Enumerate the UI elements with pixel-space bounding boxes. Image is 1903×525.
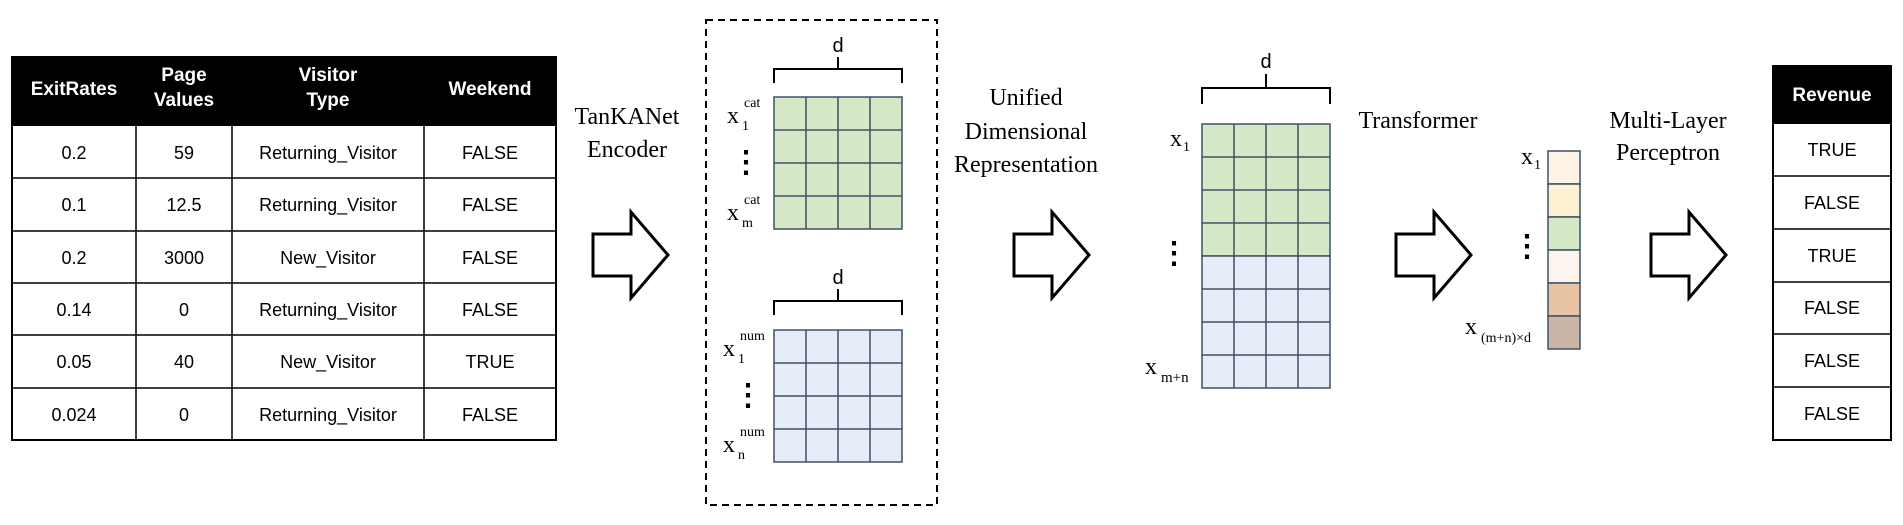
header-visitor-line1: Visitor <box>299 65 358 86</box>
table-cell: 0 <box>179 300 189 320</box>
table-cell: TRUE <box>466 352 515 372</box>
transformer-label: Transformer <box>1358 108 1477 134</box>
vector-cell <box>1547 150 1581 185</box>
d-label: d <box>832 35 843 57</box>
unified-label-line3: Representation <box>954 152 1098 178</box>
header-exitrates: ExitRates <box>31 79 118 100</box>
output-table-border <box>1772 65 1892 441</box>
header-page-line1: Page <box>161 65 206 86</box>
x1-label-sub: 1 <box>1534 158 1541 173</box>
table-cell: TRUE <box>1808 246 1857 266</box>
table-cell: FALSE <box>1804 193 1860 213</box>
xmn-label-sub: m+n <box>1161 370 1189 386</box>
input-table-row-dividers <box>12 177 556 389</box>
table-cell: FALSE <box>1804 404 1860 424</box>
arrow-right-icon <box>1649 207 1728 303</box>
header-visitor-line2: Type <box>307 90 350 111</box>
encoder-label-line2: Encoder <box>587 137 667 163</box>
x1-label: x <box>1521 144 1533 170</box>
d-label: d <box>832 267 843 289</box>
arrow-right-icon <box>1394 207 1473 303</box>
xm-cat-label-sub: m <box>742 216 753 231</box>
vector-cell <box>1547 216 1581 251</box>
table-cell: Returning_Visitor <box>259 195 397 216</box>
table-cell: 0.14 <box>56 300 91 320</box>
d-label: d <box>1260 51 1271 73</box>
dimension-brace <box>773 57 903 83</box>
table-cell: 0.2 <box>61 143 86 163</box>
vector-cell <box>1547 315 1581 350</box>
x-mn-d-label-sub: (m+n)×d <box>1481 331 1531 346</box>
header-revenue: Revenue <box>1792 85 1871 106</box>
dimension-brace <box>773 289 903 315</box>
table-cell: FALSE <box>462 405 518 425</box>
xn-num-label-sub: n <box>738 448 745 463</box>
x1-cat-label: x <box>727 103 739 129</box>
table-cell: New_Visitor <box>280 248 376 269</box>
table-cell: Returning_Visitor <box>259 405 397 426</box>
xm-cat-label-sup: cat <box>744 193 760 208</box>
vertical-dots: ⋮ <box>731 146 761 179</box>
table-cell: Returning_Visitor <box>259 300 397 321</box>
vertical-dots: ⋮ <box>1159 237 1189 270</box>
table-cell: FALSE <box>462 195 518 215</box>
mlp-label-line2: Perceptron <box>1616 140 1720 166</box>
header-page-line2: Values <box>154 90 214 111</box>
table-cell: 59 <box>174 143 194 163</box>
output-table: Revenue TRUE FALSE TRUE FALSE FALSE FALS… <box>1772 65 1892 441</box>
flattened-vector: x 1 ⋮ x (m+n)×d <box>1465 144 1581 350</box>
table-cell: 0.024 <box>51 405 96 425</box>
table-cell: FALSE <box>462 248 518 268</box>
x1-label-sub: 1 <box>1183 140 1190 155</box>
table-cell: 12.5 <box>166 195 201 215</box>
x1-cat-label-sub: 1 <box>742 119 749 134</box>
input-table: ExitRates Page Values Visitor Type Weeke… <box>11 56 557 441</box>
xn-num-label: x <box>723 432 735 458</box>
header-weekend: Weekend <box>448 79 531 100</box>
encoder-dashed-border <box>705 19 938 506</box>
xn-num-label-sup: num <box>740 425 765 440</box>
table-cell: FALSE <box>462 300 518 320</box>
output-table-header-bg <box>1773 66 1891 124</box>
table-cell: New_Visitor <box>280 352 376 373</box>
table-cell: 3000 <box>164 248 204 268</box>
table-cell: 0 <box>179 405 189 425</box>
table-cell: Returning_Visitor <box>259 143 397 164</box>
table-cell: FALSE <box>462 143 518 163</box>
table-cell: TRUE <box>1808 140 1857 160</box>
table-cell: 40 <box>174 352 194 372</box>
unified-representation: d x 1 ⋮ x m+n <box>1145 51 1331 389</box>
arrow-right-icon <box>591 207 670 303</box>
vertical-dots: ⋮ <box>1512 230 1542 263</box>
x1-label: x <box>1170 126 1182 152</box>
table-cell: 0.2 <box>61 248 86 268</box>
unified-label-line1: Unified <box>989 85 1062 111</box>
vector-cell <box>1547 183 1581 218</box>
table-cell: 0.1 <box>61 195 86 215</box>
vector-cell <box>1547 249 1581 284</box>
input-table-border <box>11 56 557 441</box>
x1-num-label: x <box>723 336 735 362</box>
vector-cell <box>1547 282 1581 317</box>
encoder-block: d x 1 cat ⋮ x m cat d x 1 nu <box>705 19 938 506</box>
x1-num-label-sup: num <box>740 329 765 344</box>
encoder-label-line1: TanKANet <box>575 104 680 130</box>
arrow-right-icon <box>1012 207 1091 303</box>
x-mn-d-label: x <box>1465 314 1477 340</box>
dimension-brace <box>1201 74 1331 104</box>
vertical-dots: ⋮ <box>733 379 763 412</box>
table-cell: FALSE <box>1804 298 1860 318</box>
table-cell: 0.05 <box>56 352 91 372</box>
xm-cat-label: x <box>727 200 739 226</box>
mlp-label-line1: Multi-Layer <box>1609 108 1726 134</box>
x1-num-label-sub: 1 <box>738 352 745 367</box>
x1-cat-label-sup: cat <box>744 96 760 111</box>
input-table-header-bg <box>12 57 556 126</box>
xmn-label: x <box>1145 354 1157 380</box>
table-cell: FALSE <box>1804 351 1860 371</box>
unified-label-line2: Dimensional <box>965 119 1088 145</box>
